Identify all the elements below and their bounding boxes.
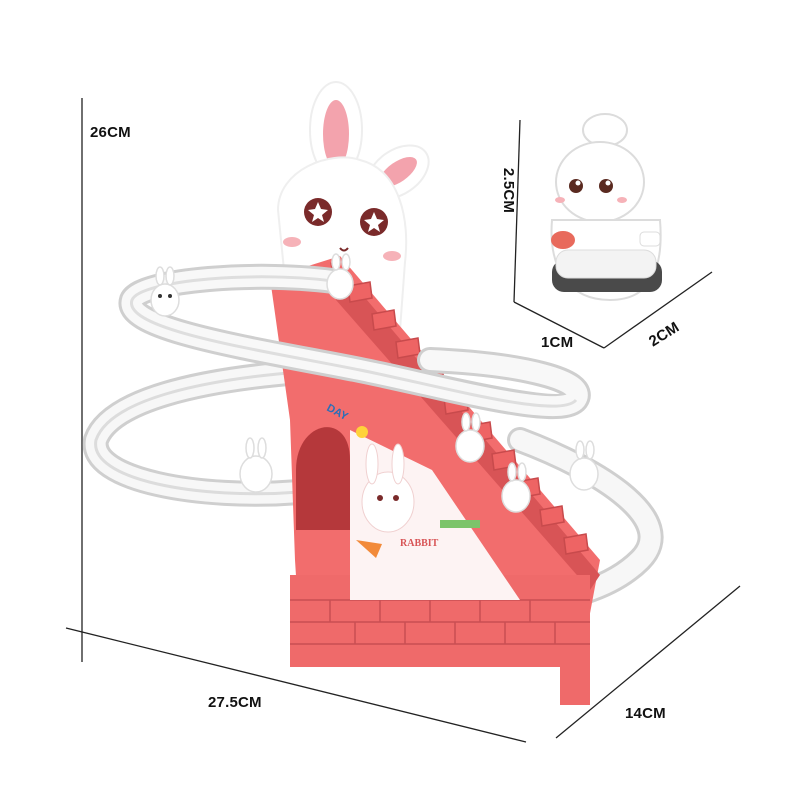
figure-width-line — [513, 301, 605, 349]
rabbit-figure-6 — [569, 440, 599, 491]
rabbit-figure-closeup — [550, 113, 662, 302]
figure-width-label: 1CM — [541, 334, 574, 351]
rabbit-head-sign — [276, 81, 430, 331]
figure-dimension-lines — [513, 119, 713, 349]
width-line — [65, 627, 527, 743]
rabbit-figure-3 — [239, 437, 273, 493]
rabbit-figure-1 — [150, 266, 180, 317]
depth-label: 14CM — [625, 705, 666, 722]
rabbit-figure-2 — [326, 253, 354, 300]
width-label: 27.5CM — [208, 694, 262, 711]
rabbit-figure-5 — [501, 462, 531, 513]
figure-height-label: 2.5CM — [500, 167, 518, 214]
rabbit-figures — [150, 253, 599, 513]
figure-depth-line — [603, 271, 713, 349]
height-label: 26CM — [90, 124, 131, 141]
rabbit-figure-4 — [455, 412, 485, 463]
dimension-lines — [65, 98, 741, 743]
figure-height-line — [513, 119, 521, 303]
sticker-text: RABBIT — [400, 538, 439, 549]
staircase-body: RABBIT DAY — [270, 256, 600, 705]
depth-line — [555, 585, 741, 739]
